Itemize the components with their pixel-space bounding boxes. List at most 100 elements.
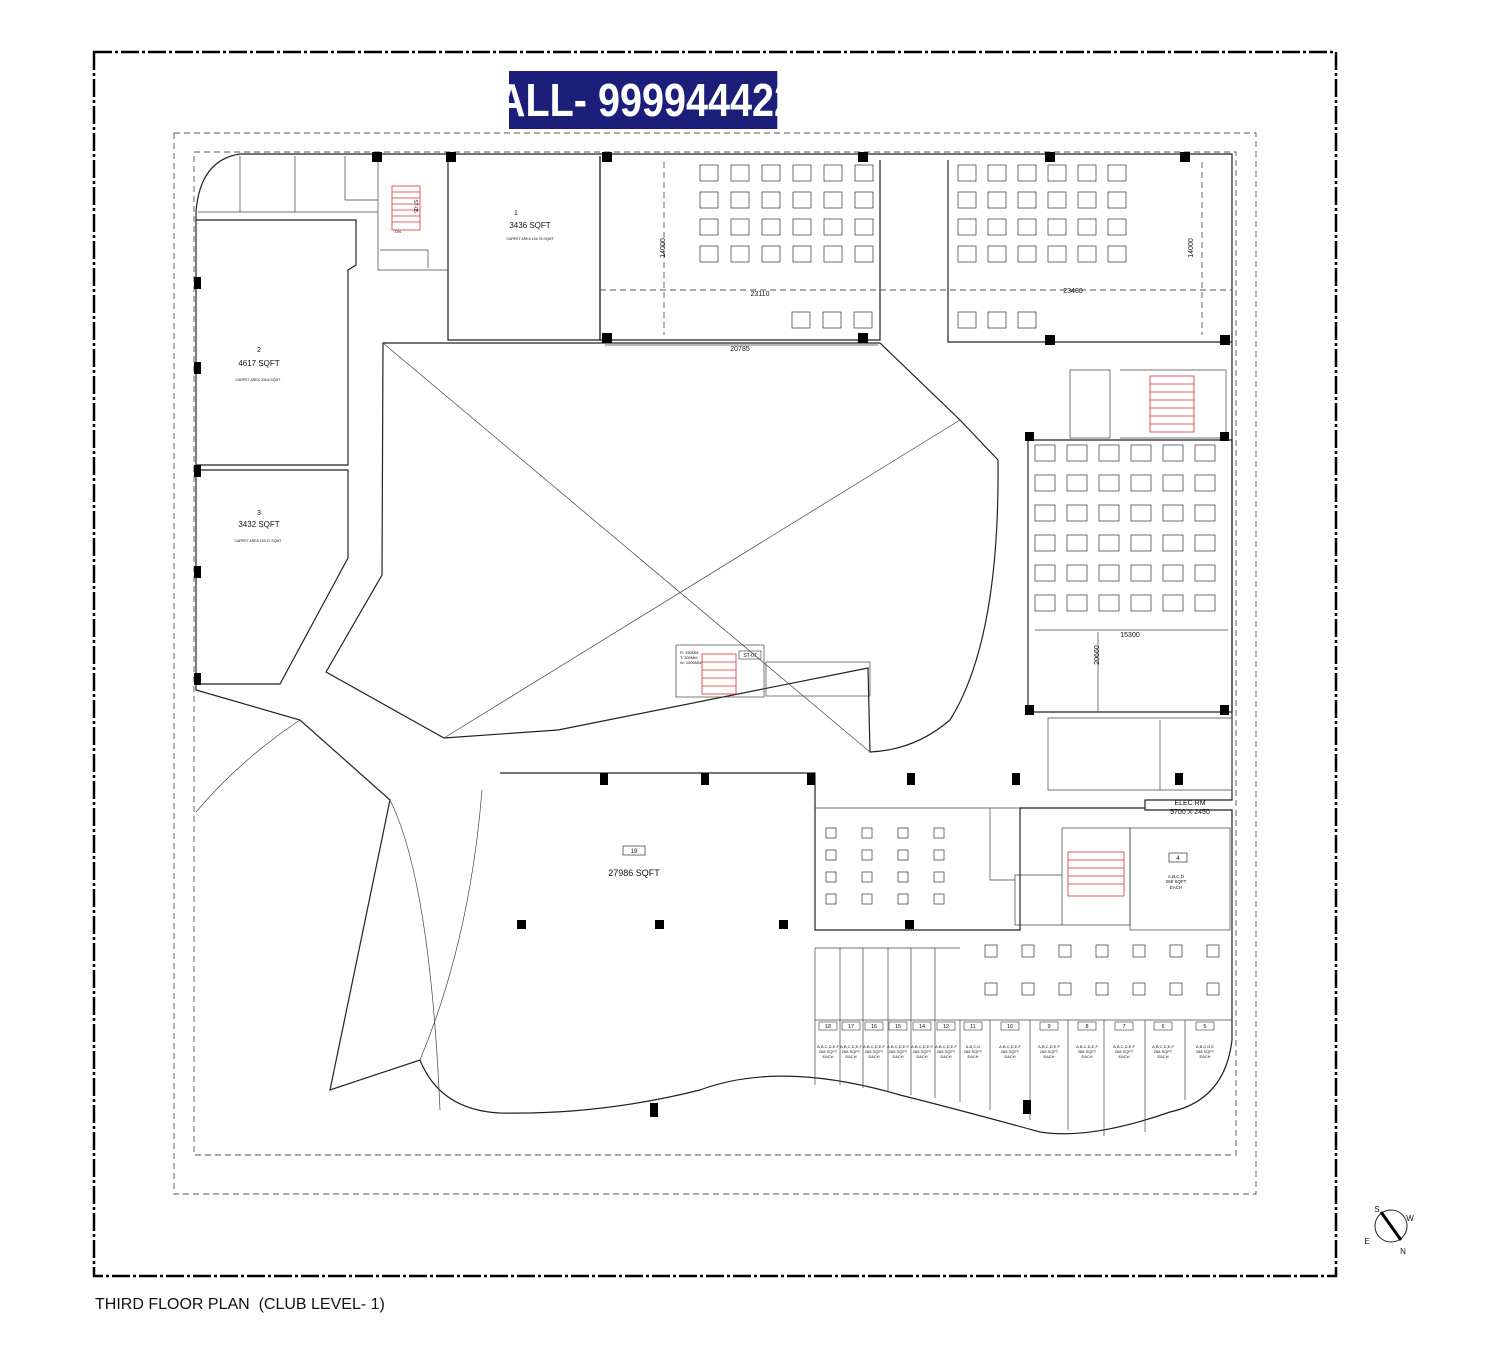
seat bbox=[933, 871, 945, 883]
shop-l1: A,B,C,D,E,F bbox=[840, 1044, 862, 1049]
unit-1-carpet: CARPET AREA 194.78 SQMT bbox=[506, 237, 554, 241]
unit-4-number: 4 bbox=[1176, 856, 1180, 862]
call-banner: CALL- 9999444220 bbox=[468, 71, 818, 129]
seat bbox=[1077, 191, 1097, 209]
shop-num: 10 bbox=[1007, 1024, 1013, 1030]
seat bbox=[1162, 594, 1184, 612]
seat bbox=[854, 191, 874, 209]
unit-19-number: 19 bbox=[631, 849, 638, 855]
unit-4-line2: 268 SQFT bbox=[1166, 879, 1187, 884]
dim-20660: 20660 bbox=[1094, 645, 1101, 665]
setback-line-outer bbox=[173, 132, 1257, 1195]
seat bbox=[699, 164, 719, 182]
seat bbox=[1130, 504, 1152, 522]
shop-l3: EACH bbox=[822, 1054, 833, 1059]
shop-l2: 268 SQFT bbox=[937, 1049, 956, 1054]
seat bbox=[897, 893, 909, 905]
seat bbox=[1107, 164, 1127, 182]
seat bbox=[1047, 218, 1067, 236]
seat bbox=[987, 311, 1007, 329]
shop-l3: EACH bbox=[1199, 1054, 1210, 1059]
dim-23110: 23110 bbox=[751, 291, 770, 298]
seat bbox=[1034, 534, 1056, 552]
stair-width: W: 1500MM bbox=[680, 660, 702, 665]
seat bbox=[1017, 245, 1037, 263]
seat bbox=[825, 893, 837, 905]
unit-19-walls bbox=[500, 772, 1145, 931]
seat bbox=[1194, 504, 1216, 522]
seat bbox=[1021, 944, 1035, 958]
seat bbox=[825, 849, 837, 861]
hall-a-walls bbox=[599, 156, 881, 341]
seat bbox=[823, 191, 843, 209]
seat bbox=[861, 893, 873, 905]
atrium-diagonal-2 bbox=[443, 419, 961, 739]
seat bbox=[1066, 564, 1088, 582]
seat bbox=[933, 849, 945, 861]
seat bbox=[1066, 594, 1088, 612]
seat bbox=[1194, 444, 1216, 462]
seat bbox=[1098, 504, 1120, 522]
workstations-hall-a bbox=[699, 164, 874, 329]
seat bbox=[957, 164, 977, 182]
seat bbox=[1162, 564, 1184, 582]
shop-l1: A,B,C,D,E,F bbox=[863, 1044, 885, 1049]
workstations-hall-b bbox=[957, 164, 1127, 329]
seat bbox=[1066, 504, 1088, 522]
shop-l1: A,B,C,D,E,F bbox=[817, 1044, 839, 1049]
setback-line-inner bbox=[193, 151, 1237, 1156]
shop-l2: 268 SQFT bbox=[865, 1049, 884, 1054]
seat bbox=[1130, 534, 1152, 552]
north-arrow: S W E N bbox=[1364, 1205, 1414, 1256]
seat bbox=[1162, 504, 1184, 522]
seat bbox=[1206, 982, 1220, 996]
seat bbox=[825, 871, 837, 883]
shop-l2: 268 SQFT bbox=[964, 1049, 983, 1054]
shop-l2: 268 SQFT bbox=[1154, 1049, 1173, 1054]
shop-num: 6 bbox=[1161, 1024, 1164, 1030]
seat bbox=[984, 944, 998, 958]
seat bbox=[987, 218, 1007, 236]
seat bbox=[1169, 982, 1183, 996]
shop-num: 16 bbox=[871, 1024, 877, 1030]
shop-tag bbox=[1000, 1021, 1020, 1031]
seat bbox=[1130, 564, 1152, 582]
seat bbox=[1169, 944, 1183, 958]
seat bbox=[730, 245, 750, 263]
shop-l3: EACH bbox=[940, 1054, 951, 1059]
shop-l3: EACH bbox=[916, 1054, 927, 1059]
stair-treads bbox=[391, 185, 1195, 897]
shop-num: 18 bbox=[825, 1024, 831, 1030]
seat bbox=[1107, 245, 1127, 263]
unit-19-tag bbox=[622, 845, 646, 856]
shop-num: 8 bbox=[1085, 1024, 1088, 1030]
shop-tag bbox=[1114, 1021, 1134, 1031]
seat bbox=[1021, 982, 1035, 996]
seat bbox=[699, 191, 719, 209]
seat bbox=[792, 191, 812, 209]
seat bbox=[897, 827, 909, 839]
seat bbox=[1034, 594, 1056, 612]
shop-tag bbox=[912, 1021, 932, 1031]
seat bbox=[861, 871, 873, 883]
unit-4-tag bbox=[1168, 852, 1188, 863]
seat bbox=[1130, 444, 1152, 462]
unit-3-walls bbox=[196, 469, 349, 685]
toilet-block-topleft bbox=[198, 156, 378, 213]
compass-n: N bbox=[1400, 1247, 1406, 1256]
seat bbox=[1194, 534, 1216, 552]
stair-core-topleft bbox=[377, 156, 448, 271]
dim-23480: 23480 bbox=[1063, 288, 1083, 295]
seat bbox=[1098, 594, 1120, 612]
unit-2-area: 4617 SQFT bbox=[238, 359, 279, 368]
shop-tag bbox=[864, 1021, 884, 1031]
compass-w: W bbox=[1406, 1214, 1414, 1223]
st07-label: ST-07 bbox=[743, 653, 757, 659]
stair-riser: R: 150MM bbox=[680, 650, 698, 655]
seat bbox=[1162, 534, 1184, 552]
seat bbox=[792, 218, 812, 236]
seat bbox=[1194, 564, 1216, 582]
seat bbox=[861, 849, 873, 861]
seat bbox=[1034, 474, 1056, 492]
compass-e: E bbox=[1364, 1237, 1369, 1246]
